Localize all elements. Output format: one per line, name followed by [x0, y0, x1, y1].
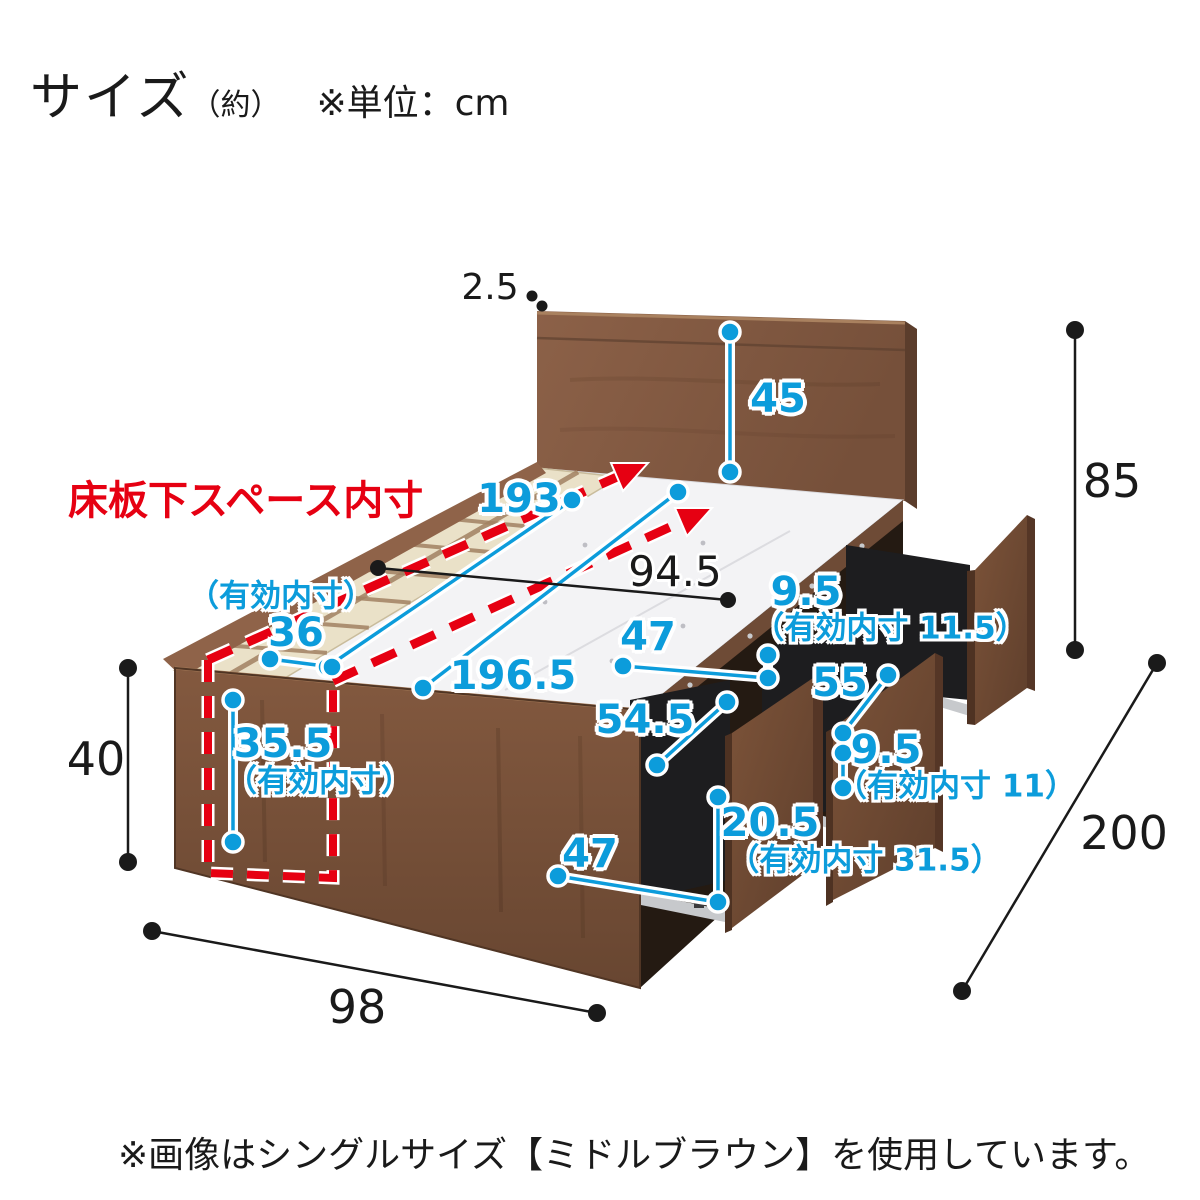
dim-headboard-thickness: 2.5 — [461, 267, 519, 308]
dim-underfloor-height: 35.5 — [233, 721, 333, 767]
floor-space-label: 床板下スペース内寸 — [68, 478, 424, 524]
unit-note: ※単位：cm — [316, 83, 510, 124]
drawer-rear — [846, 515, 1035, 725]
dim-drawer-depth: 20.5 — [720, 800, 820, 846]
page-title: サイズ — [30, 68, 191, 128]
dimension-lines-red — [201, 462, 715, 885]
page-header: サイズ （約） ※単位：cm — [30, 55, 509, 130]
dim-mid-gap-note: （有効内寸 11） — [836, 768, 1076, 805]
dim-deck-width: 94.5 — [628, 547, 722, 596]
dimension-lines-blue — [221, 320, 900, 914]
headboard — [536, 311, 917, 509]
drawer-front — [630, 678, 823, 933]
dim-drawer-front-width: 47 — [562, 831, 618, 877]
dim-overall-height: 85 — [1082, 454, 1142, 508]
dim-drawer-top-width: 47 — [620, 614, 676, 660]
title-approx: （約） — [190, 88, 281, 123]
dim-inner-note-top: （有効内寸） — [188, 578, 374, 615]
dim-rear-gap: 9.5 — [770, 569, 842, 615]
foot-face — [174, 666, 641, 990]
dim-overall-width: 98 — [327, 980, 387, 1034]
dim-overall-length: 200 — [1080, 806, 1168, 860]
dim-underfloor-note: （有効内寸） — [226, 763, 412, 800]
dim-rear-drawer-length: 55 — [812, 660, 868, 706]
dim-rear-gap-note: （有効内寸 11.5） — [753, 610, 1027, 647]
dim-slat-inner-width: 36 — [268, 610, 324, 656]
footnote: ※画像はシングルサイズ【ミドルブラウン】を使用しています。 — [118, 1135, 1151, 1176]
dim-slat-length: 193 — [477, 476, 561, 522]
storage-drawers — [630, 500, 1035, 988]
dim-drawer-depth-note: （有効内寸 31.5） — [728, 842, 1002, 879]
dim-mid-gap: 9.5 — [850, 727, 922, 773]
dim-front-drawer-length: 54.5 — [595, 697, 695, 743]
dim-deck-length: 196.5 — [449, 653, 577, 699]
dimension-lines-black — [119, 290, 1166, 1022]
dim-frame-height: 40 — [66, 732, 126, 786]
dim-headboard-height: 45 — [750, 376, 806, 422]
